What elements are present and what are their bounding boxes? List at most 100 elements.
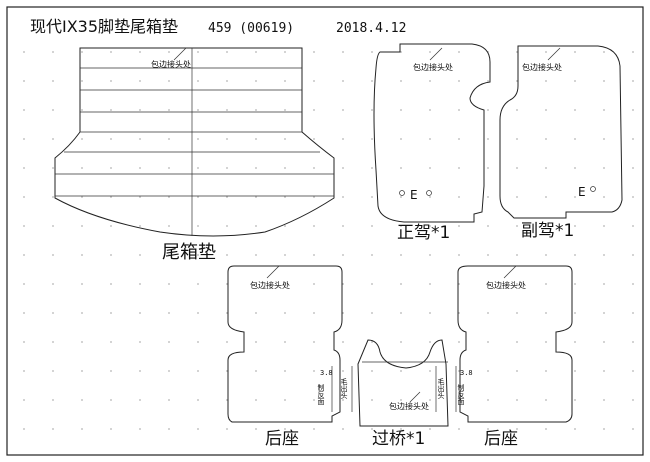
sheet-frame — [6, 6, 644, 456]
grid-dot — [139, 283, 141, 285]
driver-hole — [399, 190, 405, 196]
grid-dot — [603, 254, 605, 256]
grid-dot — [400, 51, 402, 53]
grid-dot — [81, 312, 83, 314]
grid-dot — [545, 312, 547, 314]
rear-left-pointer — [266, 265, 280, 279]
grid-dot — [603, 51, 605, 53]
grid-dot — [139, 312, 141, 314]
grid-dot — [458, 312, 460, 314]
grid-dot — [284, 167, 286, 169]
grid-dot — [226, 283, 228, 285]
grid-dot — [255, 370, 257, 372]
grid-dot — [429, 225, 431, 227]
left-size: 3.8 — [320, 369, 333, 377]
grid-dot — [226, 254, 228, 256]
grid-dot — [52, 51, 54, 53]
grid-dot — [487, 370, 489, 372]
grid-dot — [197, 312, 199, 314]
grid-dot — [255, 167, 257, 169]
grid-dot — [284, 80, 286, 82]
grid-dot — [632, 109, 634, 111]
grid-dot — [400, 138, 402, 140]
grid-dot — [574, 196, 576, 198]
seam-annotations: 3.8 制反面 毛出头 毛出头 3.8 制反面 — [317, 366, 473, 412]
grid-dot — [400, 254, 402, 256]
grid-dot — [429, 428, 431, 430]
grid-dot — [52, 196, 54, 198]
grid-dot — [342, 225, 344, 227]
grid-dot — [371, 109, 373, 111]
grid-dot — [371, 341, 373, 343]
grid-dot — [545, 428, 547, 430]
grid-dot — [400, 283, 402, 285]
grid-dot — [603, 167, 605, 169]
grid-dot — [255, 80, 257, 82]
grid-dot — [23, 312, 25, 314]
grid-dot — [313, 167, 315, 169]
grid-dot — [139, 341, 141, 343]
grid-dot — [168, 283, 170, 285]
grid-dot — [342, 341, 344, 343]
grid-dot — [313, 138, 315, 140]
rear-right-mat-outline — [457, 265, 573, 423]
grid-dot — [545, 138, 547, 140]
grid-dot — [632, 341, 634, 343]
grid-dot — [255, 254, 257, 256]
grid-dot — [168, 109, 170, 111]
grid-dot — [168, 196, 170, 198]
grid-dot — [255, 51, 257, 53]
grid-dot — [168, 225, 170, 227]
grid-dot — [52, 341, 54, 343]
grid-dot — [545, 51, 547, 53]
grid-dot — [23, 138, 25, 140]
grid-dot — [226, 109, 228, 111]
grid-dot — [545, 341, 547, 343]
grid-dot — [632, 254, 634, 256]
grid-dot — [168, 167, 170, 169]
grid-dot — [429, 399, 431, 401]
grid-dot — [313, 254, 315, 256]
grid-dot — [81, 428, 83, 430]
grid-dot — [516, 167, 518, 169]
grid-dot — [23, 51, 25, 53]
grid-dot — [226, 399, 228, 401]
grid-dot — [139, 254, 141, 256]
grid-dot — [371, 196, 373, 198]
grid-dot — [110, 167, 112, 169]
grid-dot — [197, 167, 199, 169]
grid-dot — [81, 283, 83, 285]
grid-dot — [197, 254, 199, 256]
grid-dot — [197, 341, 199, 343]
grid-dot — [23, 370, 25, 372]
grid-dot — [226, 341, 228, 343]
grid-dot — [429, 341, 431, 343]
grid-dot — [52, 109, 54, 111]
grid-dot — [342, 167, 344, 169]
grid-dot — [632, 225, 634, 227]
grid-dot — [110, 109, 112, 111]
grid-dot — [429, 51, 431, 53]
grid-dot — [458, 80, 460, 82]
driver-mat-outline — [373, 43, 491, 223]
grid-dot — [284, 138, 286, 140]
grid-dot — [81, 254, 83, 256]
grid-dot — [284, 254, 286, 256]
grid-dot — [545, 399, 547, 401]
grid-dot — [603, 312, 605, 314]
grid-dot — [516, 312, 518, 314]
trunk-label: 尾箱垫 — [162, 242, 216, 263]
grid-dot — [23, 399, 25, 401]
grid-dot — [168, 341, 170, 343]
grid-dot — [400, 225, 402, 227]
grid-dot — [516, 341, 518, 343]
mid-left-text: 毛出头 — [340, 377, 348, 400]
grid-dot — [23, 109, 25, 111]
grid-dot — [487, 167, 489, 169]
grid-dot — [81, 138, 83, 140]
grid-dot — [284, 196, 286, 198]
grid-dot — [168, 51, 170, 53]
grid-dot — [52, 80, 54, 82]
grid-dot — [197, 196, 199, 198]
grid-dot — [371, 399, 373, 401]
